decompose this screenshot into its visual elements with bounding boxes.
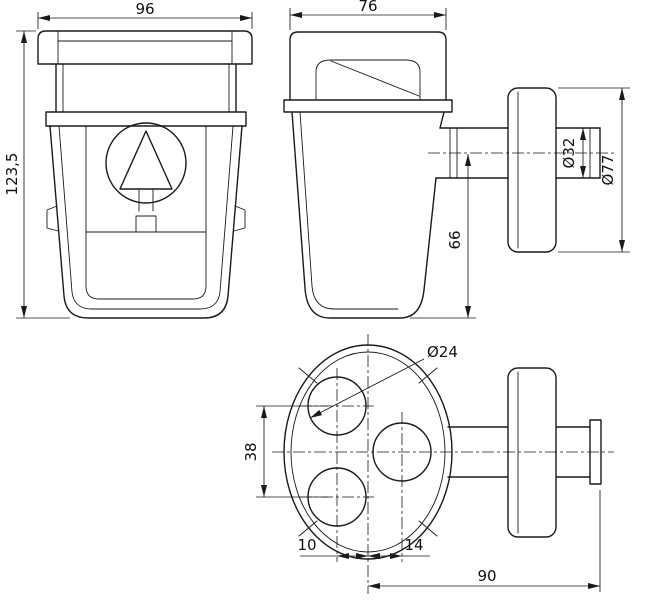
bottom-view: Ø24 38 10 14 90	[242, 334, 614, 594]
side-lid-dome-diagonal	[330, 60, 420, 97]
side-wall-flange	[507, 87, 557, 253]
leader-line-dia-24	[309, 358, 425, 419]
side-cup-outline	[291, 111, 437, 319]
front-cup-outer-wall	[49, 125, 243, 319]
front-tab-left	[46, 205, 59, 232]
outlet-length-dim-label: 90	[477, 567, 496, 585]
bottom-clip-bottom-left	[298, 520, 318, 537]
side-cup-inner-wall	[299, 111, 399, 310]
front-valve-circle	[105, 122, 187, 204]
bottom-pipe-end-ring	[589, 419, 602, 485]
front-lid-flange-outline	[37, 30, 253, 65]
hole-spacing-dim-label: 38	[242, 442, 260, 461]
front-rim-band	[45, 111, 247, 127]
side-lid-outline	[289, 31, 447, 101]
front-center-detail	[135, 215, 157, 233]
front-valve-triangle	[119, 130, 173, 190]
hole-diameter-dim-label: Ø24	[427, 343, 458, 361]
pipe-diameter-dim-label: Ø32	[560, 138, 578, 169]
bottom-clip-top-right	[418, 367, 438, 384]
side-lid-rim	[283, 99, 453, 113]
outlet-height-dim-label: 66	[446, 230, 464, 249]
side-width-dim-label: 76	[358, 0, 377, 15]
offset-left-dim-label: 10	[297, 536, 316, 554]
bottom-clip-top-left	[298, 367, 318, 384]
side-cup-upper-right	[439, 111, 445, 129]
side-view: 76 Ø32 Ø77 66	[283, 0, 630, 319]
bottom-wall-flange	[507, 367, 557, 538]
bottom-clip-bottom-right	[418, 520, 438, 537]
front-width-dim-label: 96	[135, 0, 154, 18]
flange-diameter-dim-label: Ø77	[599, 155, 617, 186]
front-height-dim-label: 123,5	[3, 153, 21, 196]
front-basket-outline	[85, 125, 207, 300]
offset-right-dim-label: 14	[404, 536, 423, 554]
front-cup-inner-wall	[58, 125, 234, 310]
front-tab-right	[233, 205, 246, 232]
front-view: 96 123,5	[3, 0, 253, 319]
side-lid-dome	[315, 59, 421, 101]
